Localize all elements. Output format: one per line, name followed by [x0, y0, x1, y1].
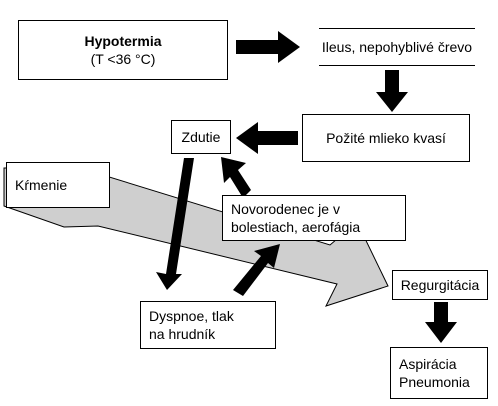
regurgitacia-box: Regurgitácia [392, 270, 488, 300]
krmenie-box: Kŕmenie [6, 162, 110, 208]
aspiracia-line1: Aspirácia [399, 356, 457, 372]
arrow-dyspnoe-to-novorodenec [233, 244, 280, 296]
krmenie-label: Kŕmenie [15, 177, 68, 193]
mlieko-box: Požité mlieko kvasí [302, 114, 470, 162]
aspiracia-box: Aspirácia Pneumonia [390, 347, 488, 399]
arrow-zdutie-to-dyspnoe [156, 158, 194, 290]
hypotermia-title: Hypotermia [84, 33, 162, 49]
ileus-box: Ileus, nepohyblivé črevo [305, 28, 489, 66]
zdutie-label: Zdutie [181, 129, 221, 145]
ileus-top-rule [319, 28, 475, 29]
aspiracia-line2: Pneumonia [399, 374, 470, 390]
novorodenec-line2: bolestiach, aerofágia [231, 219, 361, 235]
novorodenec-box: Novorodenec je v bolestiach, aerofágia [222, 195, 406, 241]
arrow-ileus-to-mlieko [376, 70, 408, 112]
dyspnoe-line2: na hrudník [149, 326, 216, 342]
ileus-bottom-rule [319, 65, 475, 66]
novorodenec-line1: Novorodenec je v [231, 201, 340, 217]
dyspnoe-box: Dyspnoe, tlak na hrudník [140, 301, 276, 349]
hypotermia-box: Hypotermia (T <36 °C) [18, 20, 228, 80]
mlieko-label: Požité mlieko kvasí [326, 130, 446, 146]
dyspnoe-line1: Dyspnoe, tlak [149, 308, 234, 324]
zdutie-box: Zdutie [171, 120, 231, 154]
ileus-label: Ileus, nepohyblivé črevo [321, 39, 473, 55]
arrow-hypotermia-to-ileus [236, 31, 300, 63]
arrow-regurgitacia-to-aspiracia [425, 302, 457, 343]
arrow-novorodenec-to-zdutie [221, 157, 251, 198]
arrow-mlieko-to-zdutie [236, 122, 298, 154]
regurgitacia-label: Regurgitácia [400, 277, 480, 293]
hypotermia-subtitle: (T <36 °C) [90, 51, 156, 67]
